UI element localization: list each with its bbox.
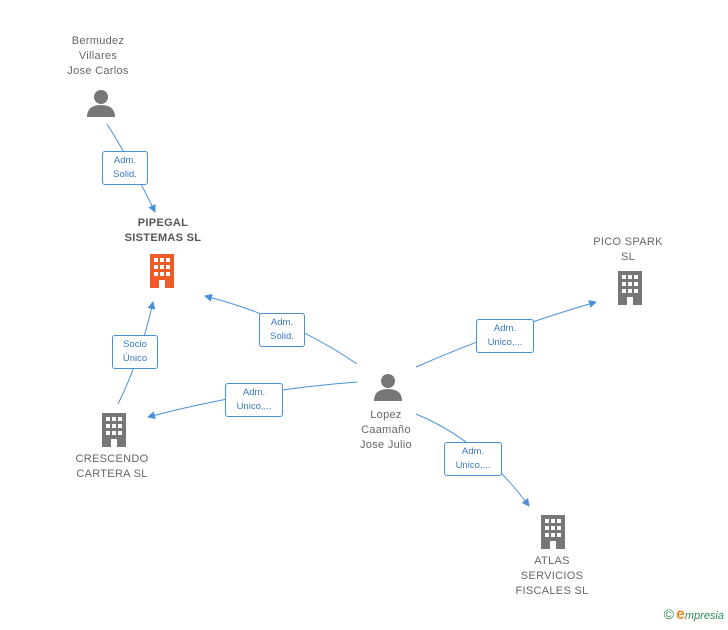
person-icon[interactable] [373, 372, 403, 402]
edge-label-crescendo-pipegal[interactable]: Socio Único [112, 335, 158, 369]
node-label-pico: PICO SPARK SL [593, 236, 663, 263]
brand-name: mpresia [684, 610, 724, 622]
node-label-lopez: Lopez Caamaño Jose Julio [360, 409, 412, 451]
building-icon[interactable] [539, 515, 567, 549]
edge-label-lopez-atlas[interactable]: Adm. Unico,... [444, 442, 502, 476]
building-icon[interactable] [616, 271, 644, 305]
building-icon-highlight[interactable] [148, 254, 176, 288]
node-label-atlas: ATLAS SERVICIOS FISCALES SL [515, 555, 589, 597]
empresia-logo: ©empresia [664, 606, 724, 624]
edge-label-lopez-pipegal[interactable]: Adm. Solid. [259, 313, 305, 347]
brand-initial: e [675, 606, 685, 623]
edge-label-lopez-crescendo[interactable]: Adm. Unico,... [225, 383, 283, 417]
edge-label-lopez-pico[interactable]: Adm. Unico,... [476, 319, 534, 353]
building-icon[interactable] [100, 413, 128, 447]
edge-label-bermudez-pipegal[interactable]: Adm. Solid. [102, 151, 148, 185]
node-label-crescendo: CRESCENDO CARTERA SL [75, 453, 149, 480]
node-label-bermudez: Bermudez Villares Jose Carlos [67, 35, 129, 77]
copyright-symbol: © [663, 606, 674, 622]
person-icon[interactable] [86, 88, 116, 118]
node-label-pipegal: PIPEGAL SISTEMAS SL [124, 217, 202, 244]
